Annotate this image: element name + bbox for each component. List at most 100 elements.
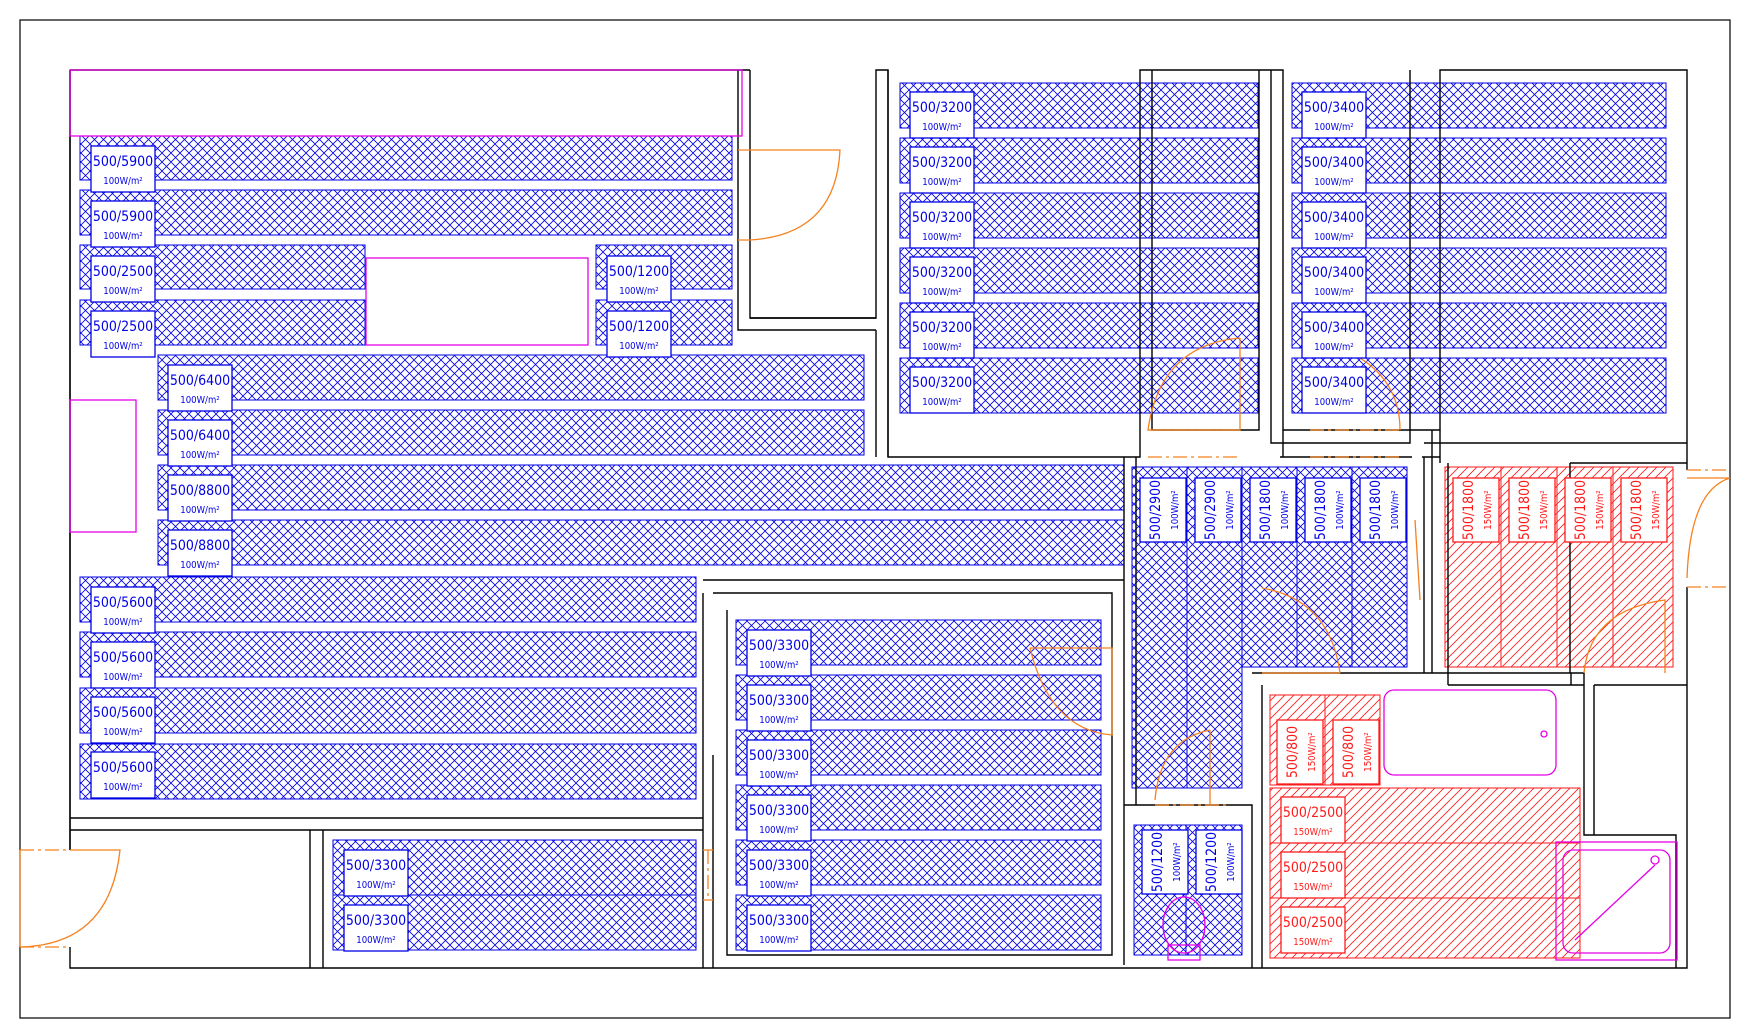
mat-labels: 500/5900100W/m²500/5900100W/m²500/250010… (90, 91, 1668, 954)
mat-label-box (167, 364, 233, 412)
mat-size-text: 500/3200 (912, 155, 972, 171)
heating-mat (79, 244, 366, 290)
mat-size-text: 500/3200 (912, 210, 972, 226)
mat-power-text: 100W/m² (759, 935, 798, 946)
mat-label: 500/1800 100W/m² (1359, 477, 1407, 543)
mat-size-text: 500/2500 (1283, 860, 1343, 876)
toilet (1162, 896, 1206, 954)
mat-power-text: 150W/m² (1539, 490, 1550, 529)
mat-label-box (1139, 477, 1187, 543)
mat-label-box (1280, 906, 1346, 954)
mat-label-box (746, 629, 812, 677)
heating-mat (79, 576, 697, 623)
mat-power-text: 100W/m² (759, 715, 798, 726)
mat-power-text: 100W/m² (1226, 842, 1237, 881)
mat-power-text: 100W/m² (1390, 490, 1401, 529)
mat-label-box (746, 904, 812, 952)
fixtures (69, 69, 1678, 961)
mat-size-text: 500/3300 (346, 913, 406, 929)
doors (19, 149, 1731, 948)
mat-size-text: 500/3300 (749, 913, 809, 929)
mat-label-box (1304, 477, 1352, 543)
heating-mat (157, 354, 865, 401)
mat-size-text: 500/1200 (609, 319, 669, 335)
bathroom-door (1414, 519, 1421, 601)
mat-size-text: 500/3300 (749, 858, 809, 874)
mat-label-box (1508, 477, 1556, 543)
mat-label-box (1301, 311, 1367, 359)
mat-label-box (1452, 477, 1500, 543)
mat-power-text: 100W/m² (759, 770, 798, 781)
mat-power-text: 100W/m² (103, 341, 142, 352)
mat-power-text: 100W/m² (180, 560, 219, 571)
mat-label: 500/2500 150W/m² (1280, 851, 1346, 899)
mat-label-box (90, 751, 156, 799)
heating-mat (79, 687, 697, 734)
mat-label-box (1301, 91, 1367, 139)
mat-label-box (343, 849, 409, 897)
mat-label-box (90, 255, 156, 303)
mat-power-text: 150W/m² (1293, 882, 1332, 893)
mat-power-text: 150W/m² (1307, 732, 1318, 771)
mat-power-text: 100W/m² (922, 122, 961, 133)
mat-power-text: 100W/m² (180, 450, 219, 461)
mat-size-text: 500/2500 (93, 264, 153, 280)
mat-power-text: 100W/m² (1225, 490, 1236, 529)
mat-label-box (1276, 719, 1324, 785)
mat-size-text: 500/5600 (93, 705, 153, 721)
mat-size-text: 500/5900 (93, 154, 153, 170)
mat-power-text: 100W/m² (180, 505, 219, 516)
mat-size-text: 500/1800 (1368, 480, 1384, 540)
drawing-frame (19, 19, 1731, 1019)
mat-label-box (1301, 201, 1367, 249)
mat-power-text: 100W/m² (759, 660, 798, 671)
wc-door (1154, 729, 1211, 805)
mat-size-text: 500/8800 (170, 538, 230, 554)
mat-label-box (1301, 256, 1367, 304)
mat-label-box (909, 311, 975, 359)
mat-power-text: 100W/m² (1170, 490, 1181, 529)
mat-label-box (1141, 829, 1189, 895)
mat-label-box (1280, 796, 1346, 844)
mat-label: 500/3400 100W/m² (1301, 91, 1367, 139)
mat-power-text: 100W/m² (1314, 122, 1353, 133)
heating-mat (157, 464, 1125, 511)
mat-size-text: 500/3400 (1304, 100, 1364, 116)
corridor-door-small (1261, 587, 1341, 674)
mat-label-box (167, 529, 233, 577)
mat-label-box (167, 474, 233, 522)
mat-size-text: 500/1200 (609, 264, 669, 280)
mat-size-text: 500/3400 (1304, 155, 1364, 171)
mat-power-text: 100W/m² (1314, 397, 1353, 408)
mat-power-text: 150W/m² (1363, 732, 1374, 771)
wall-cabinet (69, 399, 137, 533)
mat-size-text: 500/1800 (1573, 480, 1589, 540)
mat-label-box (90, 310, 156, 358)
mat-label-box (1195, 829, 1243, 895)
heating-mat (157, 519, 1125, 566)
mat-power-text: 150W/m² (1651, 490, 1662, 529)
mat-label-box (1280, 851, 1346, 899)
balcony-door (1686, 477, 1731, 579)
bathtub (1383, 689, 1557, 776)
mat-size-text: 500/1200 (1150, 832, 1166, 892)
mat-power-text: 100W/m² (103, 672, 142, 683)
mat-power-text: 150W/m² (1595, 490, 1606, 529)
hall-door (749, 149, 841, 241)
